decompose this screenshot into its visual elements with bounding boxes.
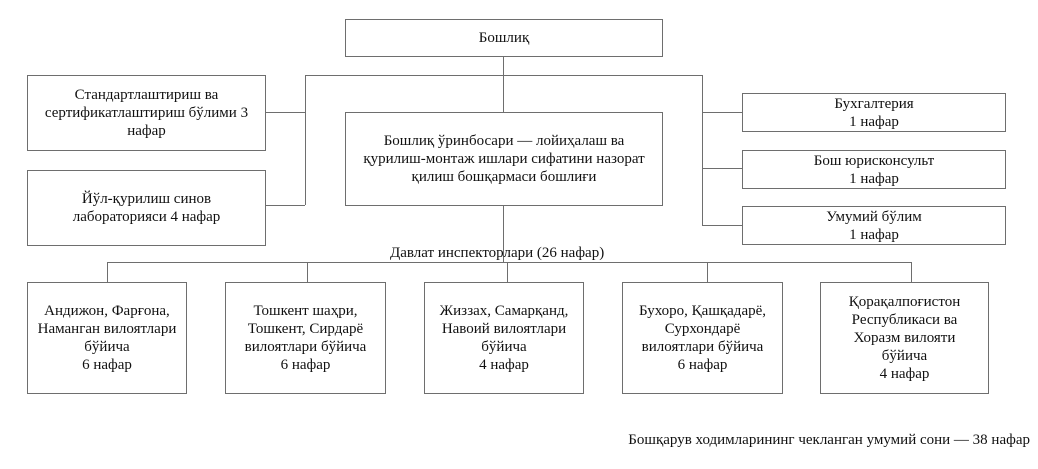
left-unit-box-standardization: Стандартлаштириш ва сертификатлаштириш б… [27, 75, 266, 151]
right-unit-label: Бухгалтерия 1 нафар [834, 95, 914, 130]
connector-left-unit-2 [265, 205, 305, 206]
left-unit-label: Йўл-қурилиш синов лабораторияси 4 нафар [72, 191, 221, 225]
right-unit-label: Бош юрисконсульт 1 нафар [813, 152, 935, 187]
deputy-label: Бошлиқ ўринбосари — лойиҳалаш ва қурилиш… [363, 133, 645, 185]
left-unit-label: Стандартлаштириш ва сертификатлаштириш б… [44, 87, 249, 139]
connector-inspector-group-4 [707, 262, 708, 282]
chief-box: Бошлиқ [345, 19, 663, 57]
connector-chief-deputy [503, 56, 504, 112]
connector-top-bus [305, 75, 702, 76]
connector-left-vertical [305, 75, 306, 205]
footer-note: Бошқарув ходимларининг чекланган умумий … [628, 432, 1030, 448]
inspector-group-box: Тошкент шаҳри, Тошкент, Сирдарё вилоятла… [225, 282, 386, 394]
right-unit-box-accounting: Бухгалтерия 1 нафар [742, 93, 1006, 132]
inspectors-title: Давлат инспекторлари (26 нафар) [390, 245, 605, 261]
right-unit-label: Умумий бўлим 1 нафар [826, 208, 922, 243]
connector-right-unit-1 [702, 112, 742, 113]
inspector-group-box: Бухоро, Қашқадарё, Сурхондарё вилоятлари… [622, 282, 783, 394]
chief-label: Бошлиқ [478, 30, 530, 46]
right-unit-box-general: Умумий бўлим 1 нафар [742, 206, 1006, 245]
connector-inspector-group-2 [307, 262, 308, 282]
inspector-group-label: Жиззах, Самарқанд, Навоий вилоятлари бўй… [439, 303, 569, 373]
inspector-group-label: Тошкент шаҳри, Тошкент, Сирдарё вилоятла… [244, 303, 367, 373]
connector-deputy-inspectors [503, 205, 504, 262]
inspector-group-label: Қорақалпоғистон Республикаси ва Хоразм в… [848, 294, 961, 382]
inspector-group-box: Андижон, Фарғона, Наманган вилоятлари бў… [27, 282, 187, 394]
connector-left-unit-1 [265, 112, 305, 113]
connector-right-unit-2 [702, 168, 742, 169]
right-unit-box-legal: Бош юрисконсульт 1 нафар [742, 150, 1006, 189]
connector-right-vertical [702, 75, 703, 225]
inspector-group-box: Қорақалпоғистон Республикаси ва Хоразм в… [820, 282, 989, 394]
left-unit-box-laboratory: Йўл-қурилиш синов лабораторияси 4 нафар [27, 170, 266, 246]
inspector-group-box: Жиззах, Самарқанд, Навоий вилоятлари бўй… [424, 282, 584, 394]
connector-inspector-group-5 [911, 262, 912, 282]
connector-inspectors-bus [107, 262, 911, 263]
connector-inspector-group-1 [107, 262, 108, 282]
inspector-group-label: Андижон, Фарғона, Наманган вилоятлари бў… [37, 303, 177, 373]
deputy-box: Бошлиқ ўринбосари — лойиҳалаш ва қурилиш… [345, 112, 663, 206]
connector-inspector-group-3 [507, 262, 508, 282]
connector-right-unit-3 [702, 225, 742, 226]
inspector-group-label: Бухоро, Қашқадарё, Сурхондарё вилоятлари… [638, 303, 767, 373]
